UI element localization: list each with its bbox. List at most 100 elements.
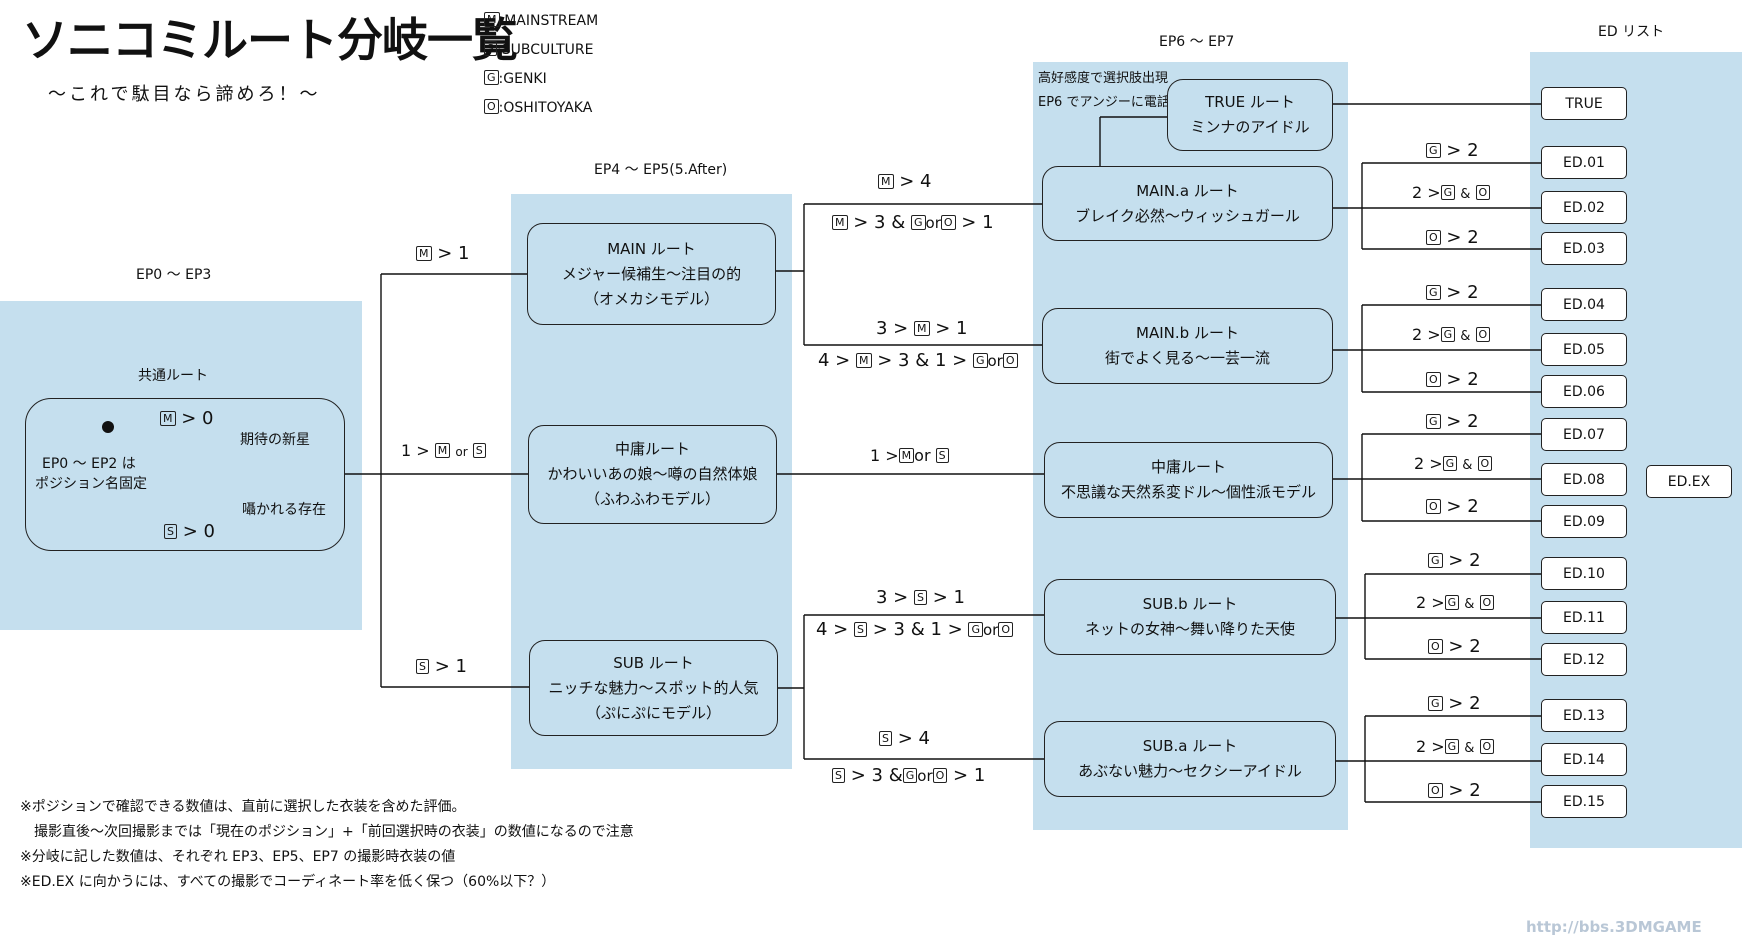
ed-cond-genki: G > 2 (1426, 140, 1479, 161)
ed-04: ED.04 (1541, 288, 1627, 321)
genki-key-icon: G (910, 215, 926, 230)
route-ep4-sub: SUB ルート ニッチな魅力〜スポット的人気 （ぷにぷにモデル） (529, 640, 778, 736)
ed-05: ED.05 (1541, 333, 1627, 366)
route-ep4-main: MAIN ルート メジャー候補生〜注目の的 （オメカシモデル） (527, 223, 776, 325)
oshitoyaka-key-icon: O (1479, 739, 1495, 754)
genki-key-icon: G (484, 70, 499, 85)
ed-03: ED.03 (1541, 232, 1627, 265)
ed-cond-oshitoyaka: O > 2 (1428, 780, 1481, 801)
ed-01: ED.01 (1541, 146, 1627, 179)
ep6-cond-main-b-1: 3 > M > 1 (876, 318, 968, 339)
footnote-3: ※分岐に記した数値は、それぞれ EP3、EP5、EP7 の撮影時衣装の値 (20, 849, 456, 865)
genki-key-icon: G (1442, 456, 1458, 471)
subculture-key-icon: S (879, 731, 892, 746)
footnote-4: ※ED.EX に向かうには、すべての撮影でコーディネート率を低く保つ（60%以下… (20, 874, 556, 890)
ed-10: ED.10 (1541, 557, 1627, 590)
oshitoyaka-key-icon: O (998, 622, 1014, 637)
mainstream-key-icon: M (856, 353, 872, 368)
ed-cond-mix: 2 >G & O (1416, 593, 1495, 612)
subculture-key-icon: S (484, 41, 497, 56)
common-route-heading: 共通ルート (138, 368, 208, 384)
footnote-2: 撮影直後〜次回撮影までは「現在のポジション」+「前回選択時の衣装」の数値になるの… (20, 824, 634, 840)
ep4-cond-mid: 1 > M or S (401, 441, 486, 460)
genki-key-icon: G (1440, 185, 1456, 200)
common-cond-top: M > 0 (160, 408, 214, 429)
ed-06: ED.06 (1541, 375, 1627, 408)
ed-15: ED.15 (1541, 785, 1627, 818)
ed-cond-mix: 2 >G & O (1416, 737, 1495, 756)
ed-02: ED.02 (1541, 191, 1627, 224)
subculture-key-icon: S (832, 768, 845, 783)
oshitoyaka-key-icon: O (1475, 185, 1491, 200)
ep4-cond-sub: S > 1 (416, 656, 467, 677)
ed-true: TRUE (1541, 87, 1627, 120)
genki-key-icon: G (1444, 595, 1460, 610)
oshitoyaka-key-icon: O (1479, 595, 1495, 610)
legend-item-genki: G:GENKI (484, 70, 598, 99)
genki-key-icon: G (1444, 739, 1460, 754)
ed-cond-oshitoyaka: O > 2 (1426, 496, 1479, 517)
page-title: ソニコミルート分岐一覧 (22, 13, 518, 67)
footnote-1: ※ポジションで確認できる数値は、直前に選択した衣装を含めた評価。 (20, 799, 466, 815)
ep6-cond-sub-b-1: 3 > S > 1 (876, 587, 965, 608)
mainstream-key-icon: M (878, 174, 894, 189)
oshitoyaka-key-icon: O (1002, 353, 1018, 368)
ed-07: ED.07 (1541, 418, 1627, 451)
genki-key-icon: G (1426, 143, 1441, 158)
ed-cond-oshitoyaka: O > 2 (1426, 227, 1479, 248)
route-sub-a: SUB.a ルート あぶない魅力〜セクシーアイドル (1044, 721, 1336, 797)
ed-11: ED.11 (1541, 601, 1627, 634)
watermark: http://bbs.3DMGAME (1526, 918, 1702, 936)
ed-cond-genki: G > 2 (1426, 282, 1479, 303)
section-ep6: EP6 〜 EP7 (1159, 34, 1235, 50)
ep6-note-line1: 高好感度で選択肢出現 (1038, 71, 1169, 86)
ep6-cond-main-a-1: M > 4 (878, 171, 932, 192)
oshitoyaka-key-icon: O (1426, 230, 1441, 245)
common-fixed-line1: EP0 〜 EP2 は (42, 456, 136, 472)
ed-cond-genki: G > 2 (1428, 550, 1481, 571)
common-fixed-line2: ポジション名固定 (35, 476, 147, 492)
legend-item-oshitoyaka: O:OSHITOYAKA (484, 99, 598, 128)
ed-12: ED.12 (1541, 643, 1627, 676)
section-ep0: EP0 〜 EP3 (136, 267, 212, 283)
route-main-b: MAIN.b ルート 街でよく見る〜一芸一流 (1042, 308, 1333, 384)
ed-08: ED.08 (1541, 463, 1627, 496)
ed-09: ED.09 (1541, 505, 1627, 538)
ep6-note-line2: EP6 でアンジーに電話 (1038, 95, 1170, 110)
route-sub-b: SUB.b ルート ネットの女神〜舞い降りた天使 (1044, 579, 1336, 655)
route-true: TRUE ルート ミンナのアイドル (1167, 79, 1333, 151)
mainstream-key-icon: M (914, 321, 930, 336)
page-subtitle: 〜これで駄目なら諦めろ！〜 (48, 84, 321, 105)
legend-item-subculture: S:SUBCULTURE (484, 41, 598, 70)
subculture-key-icon: S (854, 622, 867, 637)
subculture-key-icon: S (914, 590, 927, 605)
route-main-a: MAIN.a ルート ブレイク必然〜ウィッシュガール (1042, 166, 1333, 241)
genki-key-icon: G (1426, 414, 1441, 429)
common-branch-top: 期待の新星 (240, 432, 310, 448)
subculture-key-icon: S (416, 659, 429, 674)
oshitoyaka-key-icon: O (484, 99, 499, 114)
ed-ex: ED.EX (1646, 465, 1732, 498)
oshitoyaka-key-icon: O (1475, 327, 1491, 342)
subculture-key-icon: S (935, 448, 949, 463)
subculture-key-icon: S (164, 524, 177, 539)
oshitoyaka-key-icon: O (1426, 499, 1441, 514)
ed-13: ED.13 (1541, 699, 1627, 732)
ed-cond-mix: 2 >G & O (1412, 325, 1491, 344)
genki-key-icon: G (1428, 553, 1443, 568)
section-edlist: ED リスト (1598, 24, 1665, 40)
oshitoyaka-key-icon: O (1426, 372, 1441, 387)
ed-cond-mix: 2 >G & O (1414, 454, 1493, 473)
mainstream-key-icon: M (832, 215, 848, 230)
genki-key-icon: G (902, 768, 918, 783)
genki-key-icon: G (1440, 327, 1456, 342)
oshitoyaka-key-icon: O (1477, 456, 1493, 471)
mainstream-key-icon: M (898, 448, 915, 463)
section-ep4: EP4 〜 EP5(5.After) (594, 162, 728, 178)
ed-cond-oshitoyaka: O > 2 (1426, 369, 1479, 390)
